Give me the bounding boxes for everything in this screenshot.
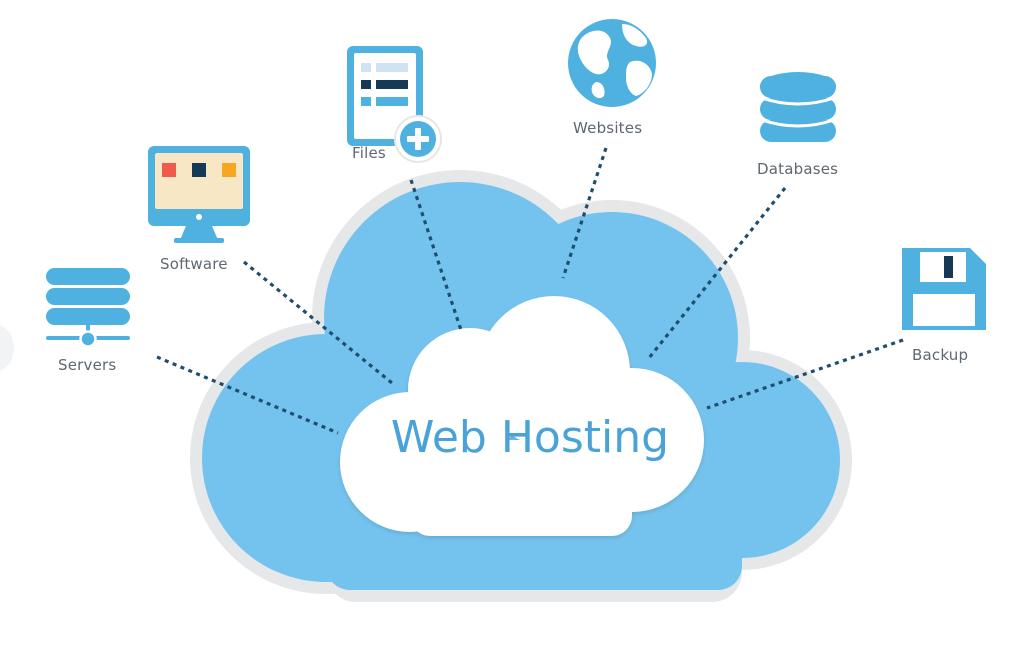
- node-label-websites: Websites: [573, 119, 643, 137]
- edge-blob: [0, 325, 14, 371]
- node-label-databases: Databases: [757, 160, 839, 178]
- inner-cloud: [340, 296, 704, 536]
- server-stack-icon: [46, 268, 130, 348]
- center-label-web-hosting: Web Hosting: [390, 412, 670, 463]
- connector-servers: [156, 355, 339, 435]
- connectors: [156, 147, 904, 435]
- connector-databases: [647, 187, 787, 359]
- globe-icon: [568, 19, 656, 107]
- add-file-icon: [347, 46, 442, 163]
- connector-files: [409, 179, 464, 334]
- node-label-backup: Backup: [912, 346, 969, 364]
- connector-websites: [561, 147, 608, 279]
- monitor-icon: [148, 146, 250, 243]
- node-label-software: Software: [160, 255, 228, 273]
- node-label-servers: Servers: [58, 356, 117, 374]
- connector-software: [242, 260, 394, 385]
- node-label-files: Files: [352, 144, 386, 162]
- connector-backup: [706, 338, 904, 410]
- floppy-disk-icon: [902, 248, 986, 330]
- database-icon: [760, 72, 836, 142]
